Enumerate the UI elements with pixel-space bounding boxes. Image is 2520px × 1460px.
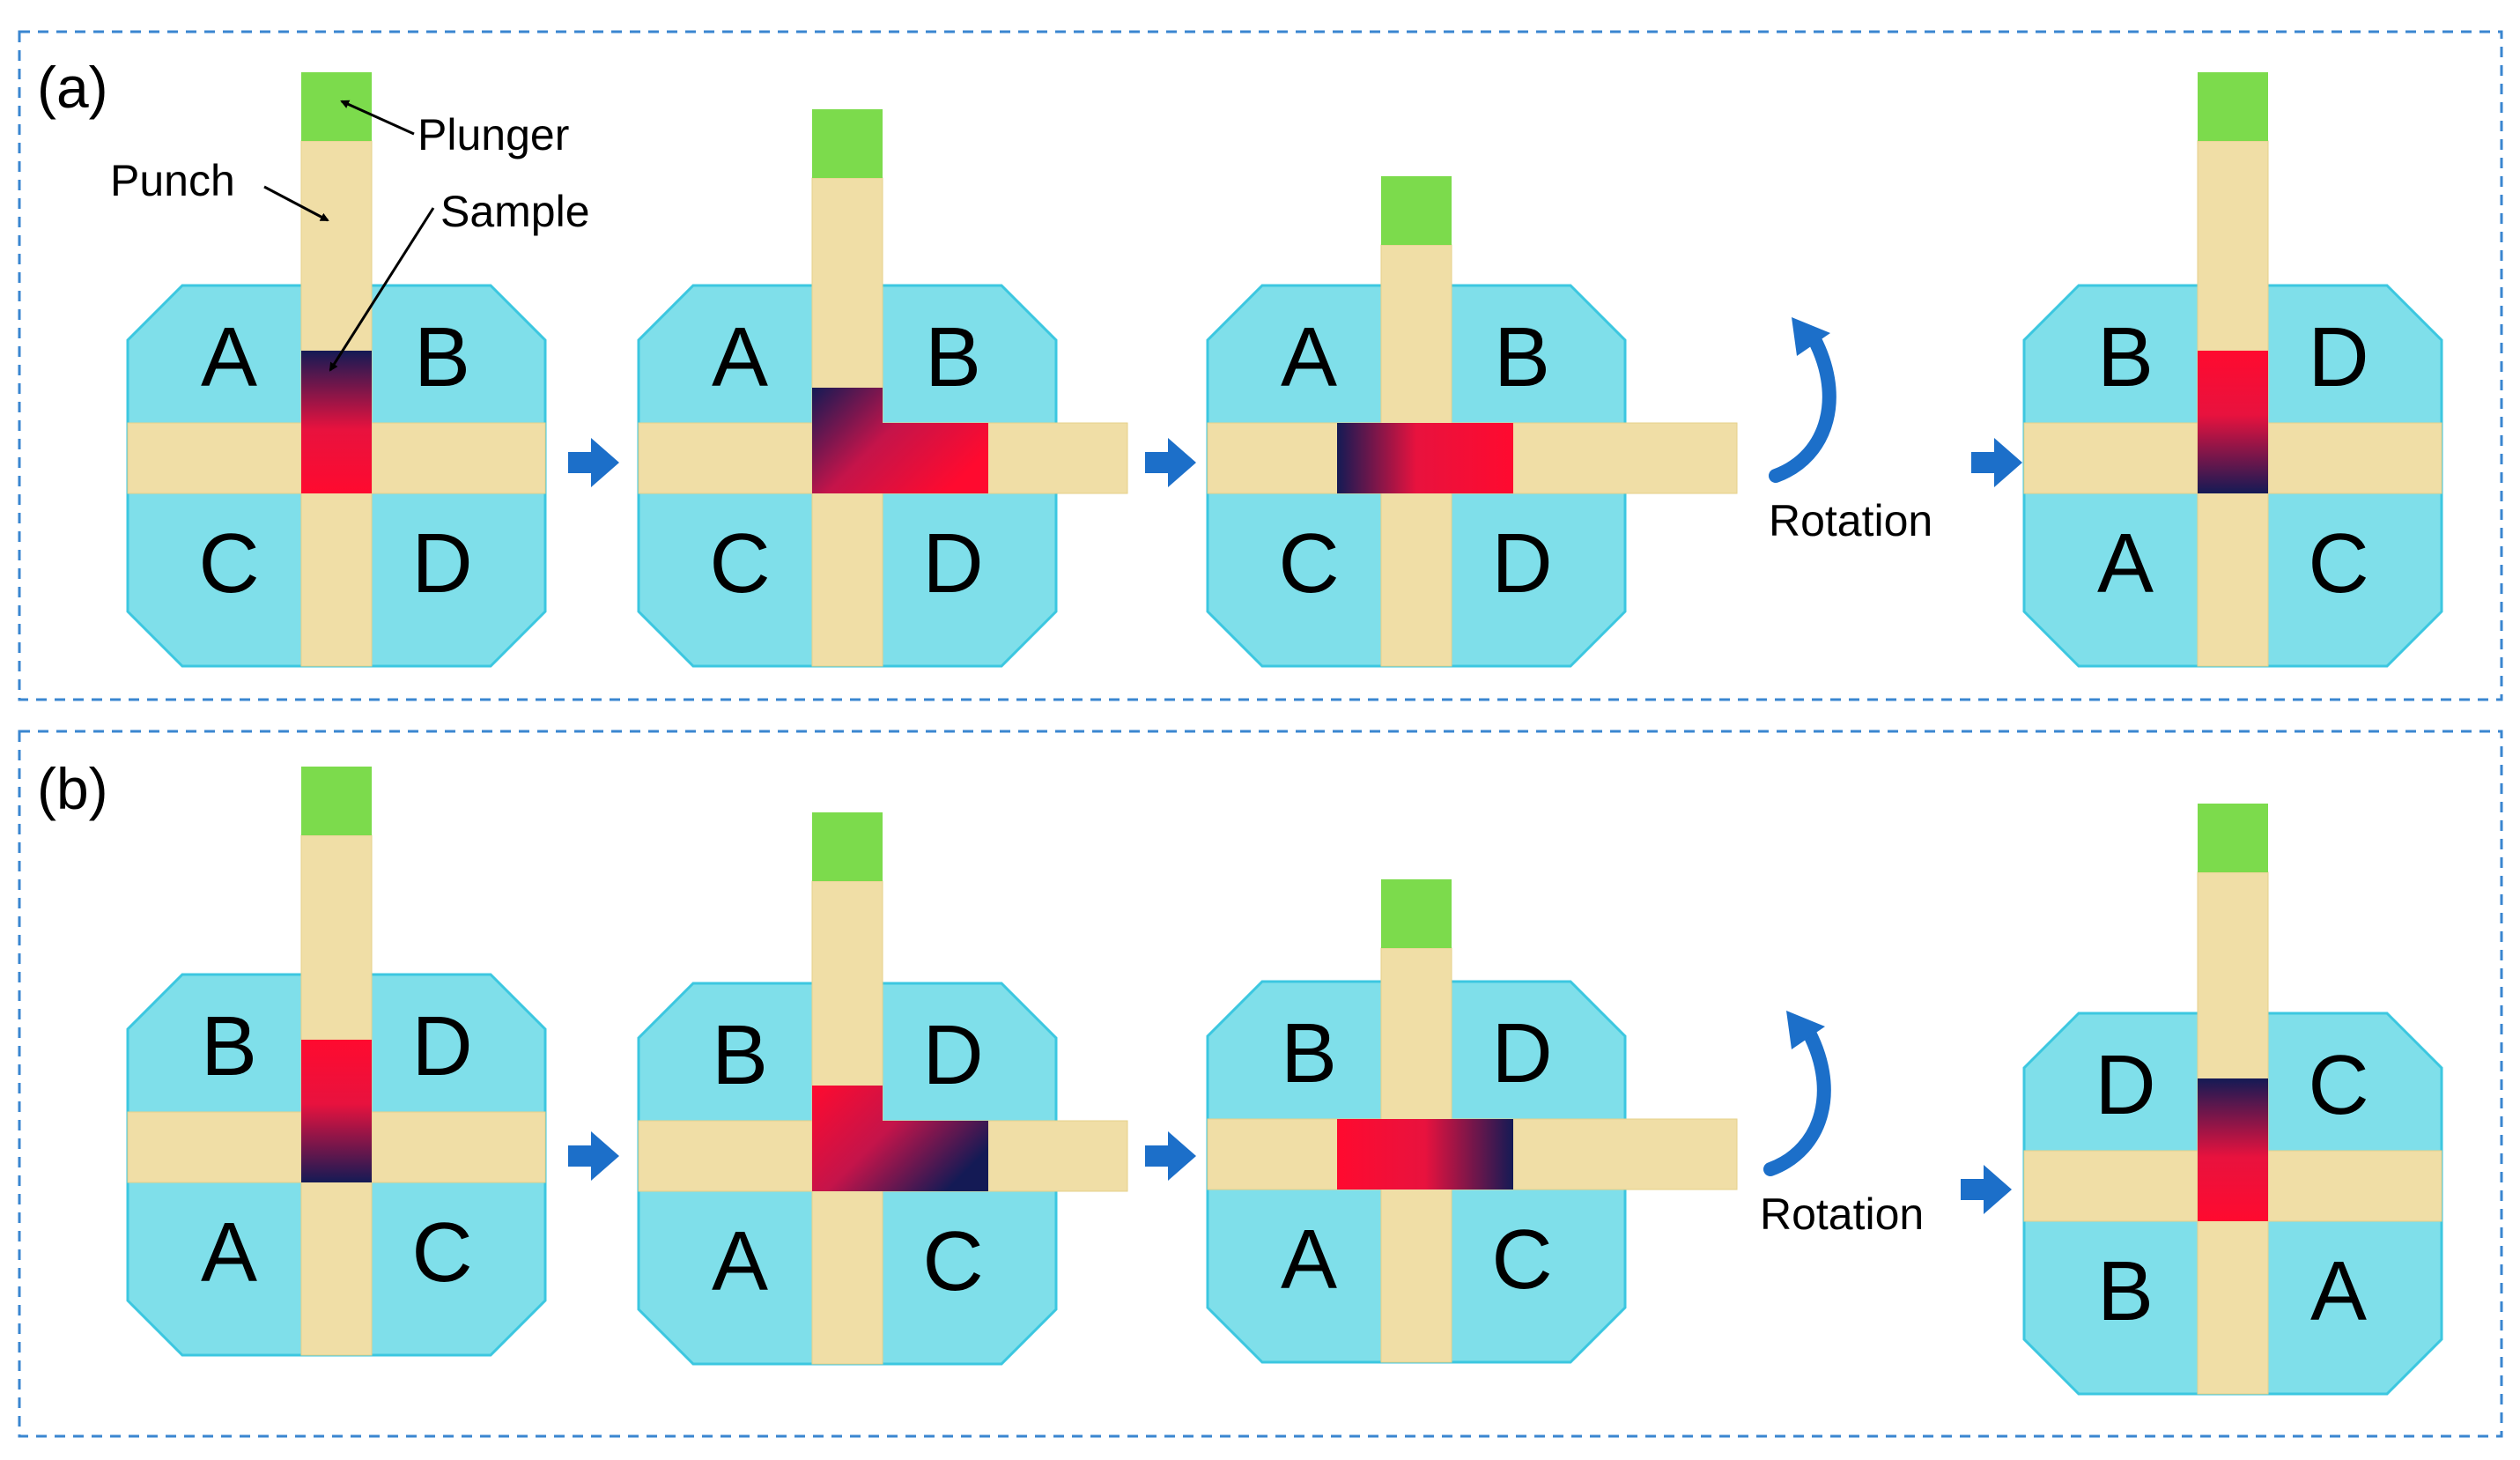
quadrant-label: B (414, 310, 470, 404)
plunger (1381, 879, 1452, 948)
die-assembly: A B C D (126, 72, 547, 668)
sample (301, 351, 372, 493)
rotation-arc (1769, 326, 1836, 483)
plunger-label: Plunger (418, 110, 569, 159)
quadrant-label: A (1281, 310, 1337, 404)
quadrant-label: A (1281, 1212, 1337, 1307)
plunger (2198, 804, 2268, 872)
rotation-arrowhead (1792, 317, 1830, 356)
quadrant-label: A (712, 1214, 768, 1308)
sample (812, 388, 988, 493)
quadrant-label: A (2097, 516, 2154, 611)
sample-label: Sample (440, 187, 590, 236)
sample (1337, 1119, 1513, 1189)
die-assembly: D C B A (2022, 804, 2443, 1396)
quadrant-label: B (712, 1008, 768, 1102)
quadrant-label: D (411, 516, 472, 611)
die-assembly: A B C D (1206, 176, 1738, 668)
step-arrow (568, 438, 619, 487)
sample (812, 1086, 988, 1191)
plunger-pointer (340, 100, 415, 136)
die-assembly: B D A C (637, 812, 1128, 1366)
rotation-label-a: Rotation (1769, 496, 1932, 545)
quadrant-label: C (922, 1214, 983, 1308)
rotation-arrowhead (1786, 1011, 1825, 1049)
plunger (1381, 176, 1452, 245)
quadrant-label: C (1491, 1212, 1552, 1307)
step-arrow (1145, 438, 1196, 487)
die-assembly: A B C D (637, 109, 1128, 668)
quadrant-label: C (709, 516, 770, 611)
step-arrow (568, 1131, 619, 1181)
quadrant-label: A (2310, 1244, 2367, 1338)
quadrant-label: B (925, 310, 981, 404)
panel-frame-a (18, 30, 2503, 701)
quadrant-label: D (2095, 1038, 2155, 1132)
panel-label-b: (b) (37, 756, 108, 821)
punch-pointer (263, 185, 329, 222)
plunger (812, 109, 883, 178)
sample-pointer (329, 207, 435, 372)
quadrant-label: D (922, 516, 983, 611)
rotation-label-b: Rotation (1760, 1189, 1924, 1239)
die-assembly: B D A C (2022, 72, 2443, 668)
step-arrow (1961, 1165, 2012, 1214)
quadrant-label: D (411, 999, 472, 1093)
quadrant-label: B (2097, 1244, 2154, 1338)
quadrant-label: B (1281, 1006, 1337, 1101)
quadrant-label: C (2308, 1038, 2369, 1132)
quadrant-label: C (411, 1205, 472, 1300)
quadrant-label: A (201, 310, 257, 404)
rotation-arrow-icon (1769, 317, 1836, 483)
plunger (301, 72, 372, 141)
quadrant-label: A (712, 310, 768, 404)
quadrant-label: D (922, 1008, 983, 1102)
plunger (812, 812, 883, 881)
quadrant-label: D (1491, 1006, 1552, 1101)
sample (301, 1040, 372, 1182)
sample (1337, 423, 1513, 493)
quadrant-label: A (201, 1205, 257, 1300)
quadrant-label: C (1278, 516, 1339, 611)
quadrant-label: C (198, 516, 259, 611)
rotation-arc (1763, 1019, 1831, 1176)
rotation-arrow-icon (1763, 1011, 1831, 1176)
quadrant-label: B (1494, 310, 1550, 404)
panel-frame-b (18, 730, 2503, 1438)
plunger (2198, 72, 2268, 141)
quadrant-label: D (2308, 310, 2369, 404)
sample (2198, 351, 2268, 493)
quadrant-label: B (2097, 310, 2154, 404)
step-arrow (1971, 438, 2022, 487)
quadrant-label: B (201, 999, 257, 1093)
panel-label-a: (a) (37, 55, 108, 120)
die-assembly: B D A C (126, 767, 547, 1357)
die-assembly: B D A C (1206, 879, 1738, 1364)
quadrant-label: D (1491, 516, 1552, 611)
quadrant-label: C (2308, 516, 2369, 611)
step-arrow (1145, 1131, 1196, 1181)
punch-label: Punch (110, 156, 235, 205)
sample (2198, 1078, 2268, 1221)
plunger (301, 767, 372, 835)
